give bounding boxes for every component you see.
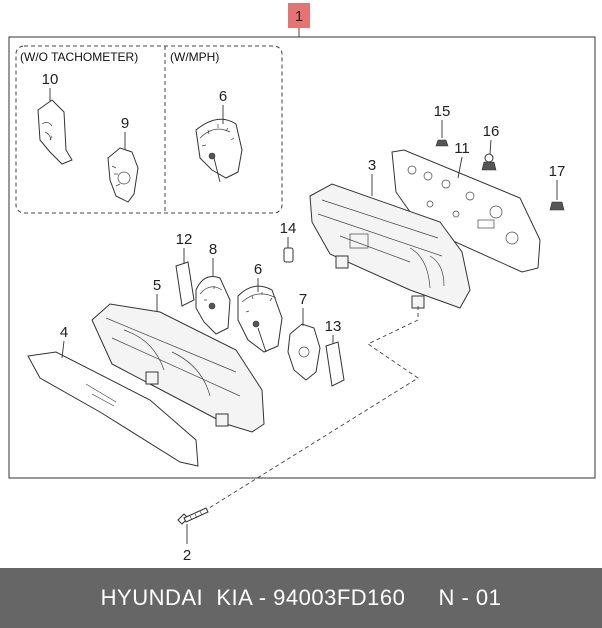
part-7-gauge-face: 7	[287, 291, 321, 381]
callout-16: 16	[483, 123, 500, 140]
callout-8: 8	[209, 241, 217, 258]
callout-1: 1	[295, 8, 303, 25]
callout-10: 10	[42, 71, 59, 88]
callout-9: 9	[121, 115, 129, 132]
part-11-circuit-board: 11	[391, 140, 541, 273]
part-16-bulb-socket: 16	[481, 123, 500, 171]
callout-6: 6	[254, 261, 262, 278]
callout-13: 13	[325, 318, 342, 335]
callout-1-badge	[288, 3, 310, 28]
exploded-parts-diagram: 1 (W/O TACHOMETER) (W/MPH) 10 9 6	[8, 3, 596, 564]
callout-5: 5	[153, 277, 161, 294]
callout-15: 15	[434, 103, 451, 120]
part-12-plate: 12	[175, 231, 195, 307]
part-5-bezel: 5	[91, 277, 265, 433]
optional-variants-box: (W/O TACHOMETER) (W/MPH)	[15, 45, 283, 214]
part-14-clip: 14	[280, 220, 297, 263]
callout-11: 11	[454, 140, 470, 157]
part-4-lens: 4	[27, 324, 199, 467]
screw-leader-line	[205, 306, 419, 511]
part-number-text: HYUNDAI KIA - 94003FD160 N - 01	[100, 585, 502, 610]
group-label-wo-tachometer: (W/O TACHOMETER)	[20, 50, 138, 64]
part-6-speedometer-face-mph: 6	[195, 88, 243, 183]
part-number-footer: HYUNDAI KIA - 94003FD160 N - 01	[0, 568, 602, 628]
assembly-frame	[8, 36, 596, 479]
part-6-speedometer-face: 6	[237, 261, 283, 353]
callout-12: 12	[176, 231, 193, 248]
part-9-gauge-face: 9	[107, 115, 139, 203]
callout-7: 7	[299, 291, 307, 308]
part-13-plate: 13	[325, 318, 345, 387]
callout-17: 17	[549, 163, 566, 180]
group-label-w-mph: (W/MPH)	[170, 50, 219, 64]
part-15-bulb: 15	[434, 103, 451, 147]
part-17-bulb-socket: 17	[549, 163, 566, 211]
part-3-cluster-housing: 3	[309, 157, 471, 309]
part-10-dial-face: 10	[37, 71, 73, 165]
callout-3: 3	[368, 157, 376, 174]
callout-14: 14	[280, 220, 297, 237]
callout-4: 4	[60, 324, 68, 341]
part-8-tachometer-face: 8	[195, 241, 231, 335]
callout-2: 2	[183, 547, 191, 564]
part-2-screw: 2	[177, 507, 209, 564]
callout-6-mph: 6	[219, 88, 227, 105]
